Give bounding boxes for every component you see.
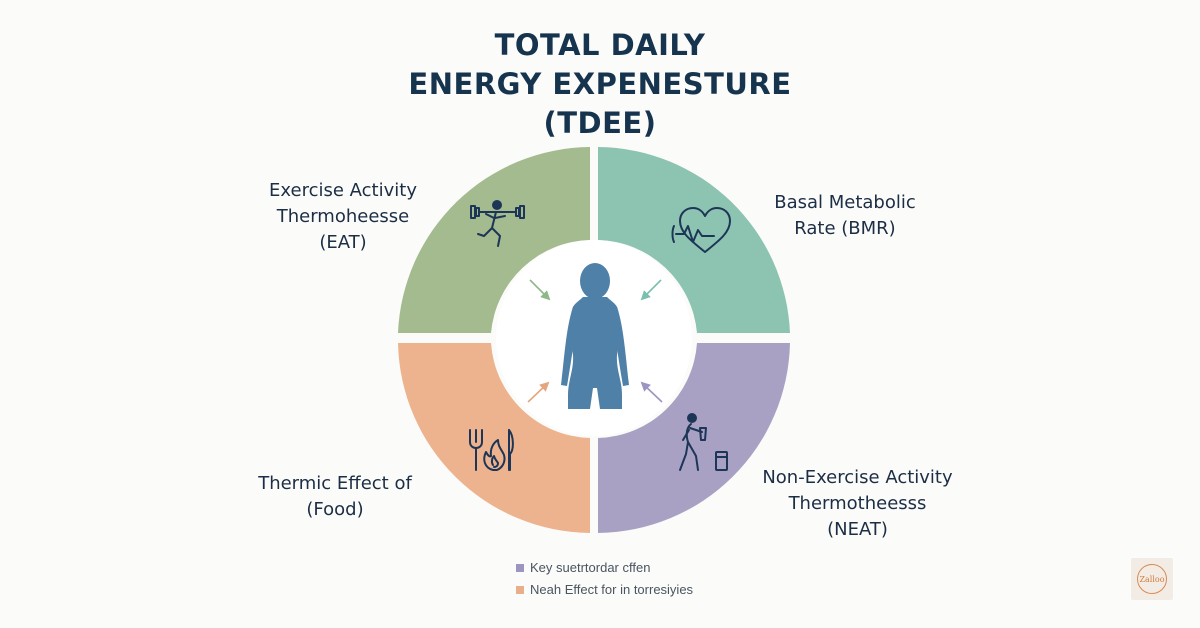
human-figure-icon (561, 263, 629, 409)
arrow-eat (529, 279, 551, 301)
arrow-bmr (640, 279, 662, 301)
legend: Key suetrtordar cffen Neah Effect for in… (516, 557, 693, 601)
segment-tef (398, 343, 590, 533)
legend-item: Key suetrtordar cffen (516, 557, 693, 579)
legend-swatch-purple (516, 564, 524, 572)
segment-eat (398, 147, 590, 333)
legend-swatch-orange (516, 586, 524, 594)
brand-logo: Zalloo (1131, 558, 1173, 600)
legend-item: Neah Effect for in torresiyies (516, 579, 693, 601)
legend-label: Key suetrtordar cffen (530, 560, 651, 575)
title-line-1: TOTAL DAILY (494, 28, 706, 62)
arrow-tef (527, 381, 550, 403)
title-line-3: (TDEE) (543, 106, 657, 140)
title-line-2: ENERGY EXPENESTURE (408, 67, 792, 101)
exercise-icon (470, 200, 525, 247)
label-bmr: Basal Metabolic Rate (BMR) (774, 192, 916, 239)
legend-label: Neah Effect for in torresiyies (530, 582, 694, 597)
segment-neat (598, 343, 790, 533)
label-eat: Exercise Activity Thermoheesse (EAT) (269, 180, 417, 253)
heart-rate-icon (671, 207, 731, 253)
logo-text: Zalloo (1139, 574, 1165, 584)
label-neat: Non-Exercise Activity Thermotheesss (NEA… (762, 467, 953, 540)
walking-coffee-icon (679, 413, 728, 471)
diagram-title: TOTAL DAILY ENERGY EXPENESTURE (TDEE) (300, 26, 900, 143)
label-tef: Thermic Effect of (Food) (258, 473, 412, 520)
logo-ring-icon: Zalloo (1137, 564, 1167, 594)
food-burn-icon (469, 429, 514, 471)
arrow-neat (640, 381, 663, 403)
